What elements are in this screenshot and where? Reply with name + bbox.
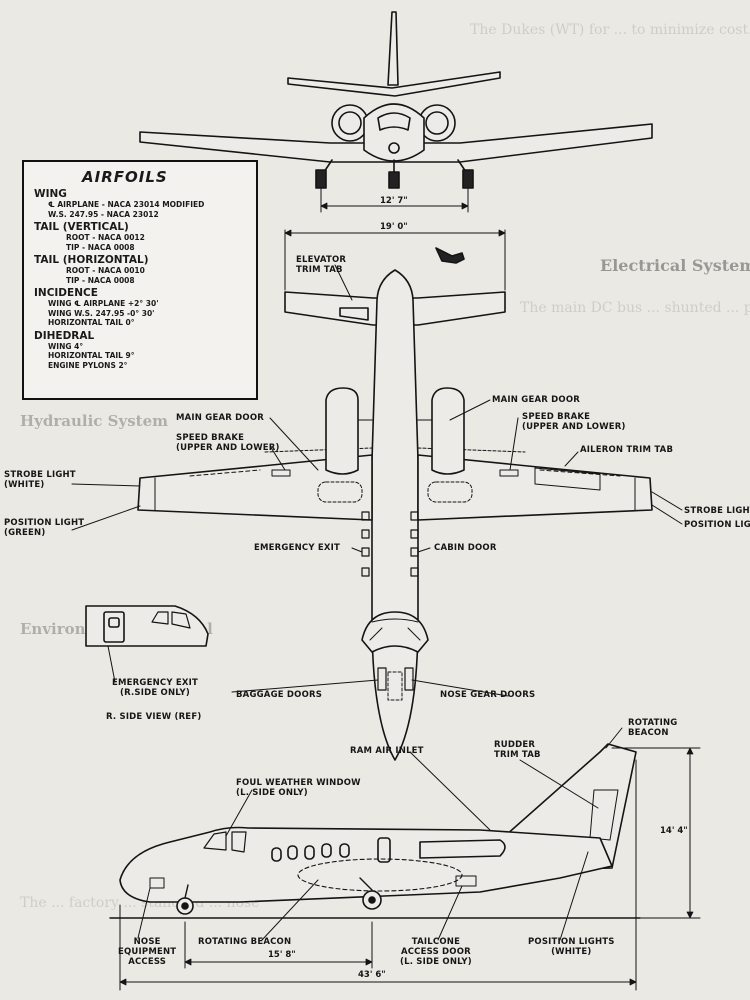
tail-horizontal-line: ROOT - NACA 0010 (66, 266, 145, 275)
airfoils-legend: AIRFOILS WING ℄ AIRPLANE - NACA 23014 MO… (22, 160, 258, 400)
emergency-exit-inset-label: EMERGENCY EXIT (R.SIDE ONLY) (112, 678, 198, 698)
dihedral-line: WING 4° (48, 341, 84, 351)
wing-line: W.S. 247.95 - NACA 23012 (48, 209, 159, 219)
strobe-light-label-right: STROBE LIGHT (684, 506, 750, 516)
foul-weather-window-label: FOUL WEATHER WINDOW (L. SIDE ONLY) (236, 778, 361, 798)
tail-vertical-line: ROOT - NACA 0012 (66, 233, 145, 242)
main-gear-door-label-left: MAIN GEAR DOOR (176, 413, 264, 423)
aileron-trim-tab-label: AILERON TRIM TAB (580, 445, 674, 455)
main-gear-door-label-right: MAIN GEAR DOOR (492, 395, 580, 405)
nose-gear-doors-label: NOSE GEAR DOORS (440, 690, 536, 700)
tail-vertical-heading: TAIL (VERTICAL) (34, 221, 129, 233)
r-side-view-caption: R. SIDE VIEW (REF) (106, 712, 202, 722)
r-side-view-inset (85, 605, 209, 647)
height-dimension: 14' 4" (660, 826, 688, 836)
airfoils-title: AIRFOILS (82, 168, 168, 186)
leader-lines (71, 264, 683, 941)
incidence-line: HORIZONTAL TAIL 0° (48, 318, 135, 327)
dihedral-heading: DIHEDRAL (34, 329, 95, 342)
wheelbase-dimension: 15' 8" (268, 950, 296, 960)
horizontal-tail-span-dimension: 19' 0" (380, 222, 408, 232)
position-light-label-right: POSITION LIG (684, 520, 750, 530)
tailcone-access-door-label: TAILCONE ACCESS DOOR (L. SIDE ONLY) (400, 937, 472, 967)
position-light-label-left: POSITION LIGHT (GREEN) (4, 518, 85, 538)
dihedral-line: ENGINE PYLONS 2° (48, 360, 128, 370)
incidence-heading: INCIDENCE (34, 287, 98, 299)
position-lights-white-label: POSITION LIGHTS (WHITE) (528, 937, 615, 957)
rotating-beacon-bottom-label: ROTATING BEACON (198, 937, 292, 947)
strobe-light-label-left: STROBE LIGHT (WHITE) (4, 470, 76, 490)
cabin-door-label: CABIN DOOR (434, 543, 497, 553)
incidence-line: WING ℄ AIRPLANE +2° 30' (48, 299, 159, 308)
tail-horizontal-line: TIP - NACA 0008 (66, 275, 135, 285)
length-dimension: 43' 6" (358, 970, 386, 980)
baggage-doors-label: BAGGAGE DOORS (236, 690, 323, 700)
rotating-beacon-top-label: ROTATING BEACON (628, 718, 678, 738)
side-view (109, 743, 701, 991)
tail-vertical-line: TIP - NACA 0008 (66, 242, 135, 252)
ram-air-inlet-label: RAM AIR INLET (350, 746, 424, 756)
front-view (139, 11, 653, 213)
main-gear-track-dimension: 12' 7" (380, 196, 408, 206)
elevator-trim-tab-label: ELEVATOR TRIM TAB (296, 255, 347, 275)
tail-horizontal-heading: TAIL (HORIZONTAL) (34, 254, 149, 266)
speed-brake-label-right: SPEED BRAKE (UPPER AND LOWER) (522, 412, 626, 432)
dihedral-line: HORIZONTAL TAIL 9° (48, 351, 135, 360)
wing-heading: WING (34, 188, 67, 200)
speed-brake-label-left: SPEED BRAKE (UPPER AND LOWER) (176, 433, 280, 453)
wing-line: ℄ AIRPLANE - NACA 23014 MODIFIED (48, 200, 205, 209)
emergency-exit-label: EMERGENCY EXIT (254, 543, 340, 553)
top-view (137, 229, 653, 761)
incidence-line: WING W.S. 247.95 -0° 30' (48, 308, 155, 318)
rudder-trim-tab-label: RUDDER TRIM TAB (494, 740, 541, 760)
nose-equipment-access-label: NOSE EQUIPMENT ACCESS (118, 937, 177, 967)
